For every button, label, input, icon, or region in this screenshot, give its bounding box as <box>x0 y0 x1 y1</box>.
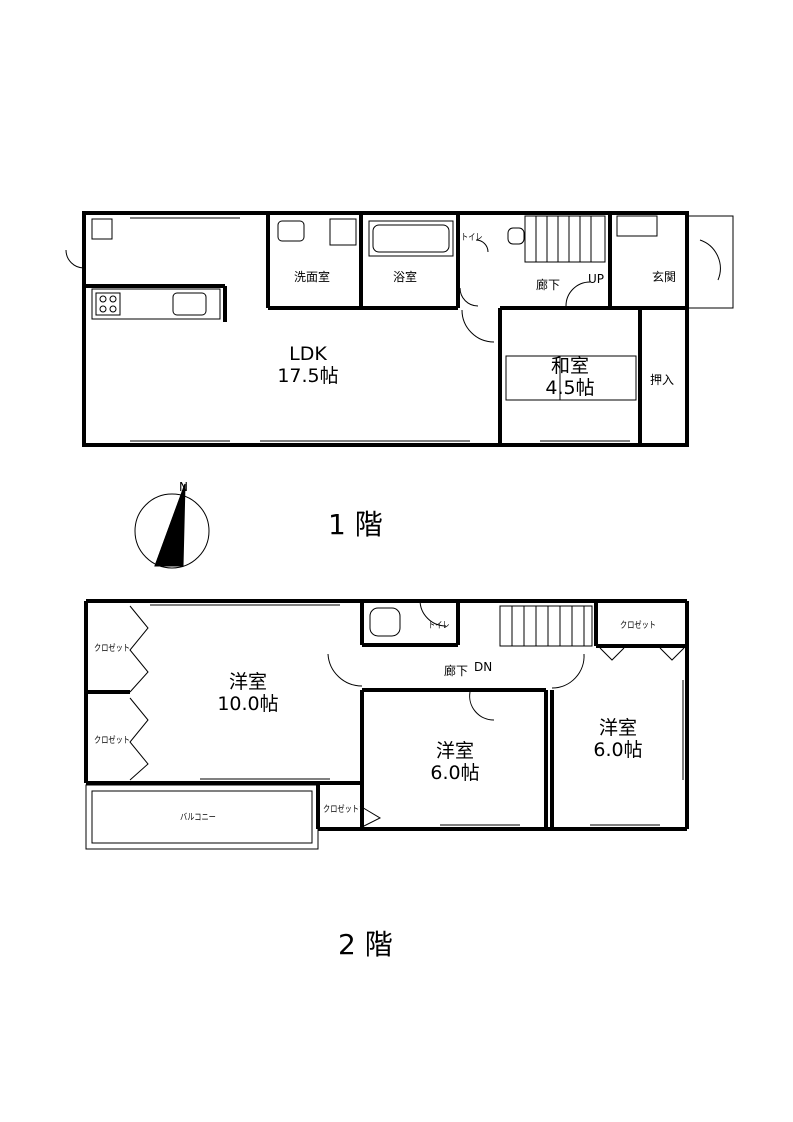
floor2-walls <box>84 599 689 831</box>
oshiire-label: 押入 <box>650 373 675 387</box>
room3-size: 6.0帖 <box>593 739 643 761</box>
up-label: UP <box>588 272 605 286</box>
toilet2-label: トイレ <box>428 621 450 631</box>
bath-label: 浴室 <box>393 270 418 284</box>
balcony-label: バルコニー <box>180 813 216 823</box>
room3-name: 洋室 <box>598 717 637 739</box>
toilet1-label: トイレ <box>461 233 483 243</box>
ldk-name: LDK <box>289 343 327 365</box>
washroom-label: 洗面室 <box>294 270 331 284</box>
washitsu-name: 和室 <box>550 355 589 377</box>
room2-label: 洋室 6.0帖 <box>430 740 479 784</box>
room2-name: 洋室 <box>435 740 474 762</box>
room3-label: 洋室 6.0帖 <box>593 717 642 761</box>
compass-north-label: N <box>179 480 188 494</box>
dn-label: DN <box>474 660 493 674</box>
closet-a-label: クロゼット <box>94 644 131 654</box>
hall2-label: 廊下 <box>444 664 469 678</box>
ldk-size: 17.5帖 <box>277 365 339 387</box>
entrance-label: 玄関 <box>652 270 677 284</box>
floor1-walls <box>82 211 689 447</box>
washitsu-label: 和室 4.5帖 <box>545 355 594 399</box>
room1-name: 洋室 <box>228 671 267 693</box>
closet-c-label: クロゼット <box>620 621 657 631</box>
hall1-label: 廊下 <box>536 278 561 292</box>
room2-size: 6.0帖 <box>430 762 480 784</box>
floor1-title: 1 階 <box>328 508 383 541</box>
floor2-title: 2 階 <box>338 928 393 961</box>
closet-b-label: クロゼット <box>94 736 131 746</box>
room1-label: 洋室 10.0帖 <box>217 671 278 715</box>
ldk-label: LDK 17.5帖 <box>277 343 338 387</box>
closet-d-label: クロゼット <box>323 805 360 815</box>
room1-size: 10.0帖 <box>217 693 279 715</box>
washitsu-size: 4.5帖 <box>545 377 595 399</box>
